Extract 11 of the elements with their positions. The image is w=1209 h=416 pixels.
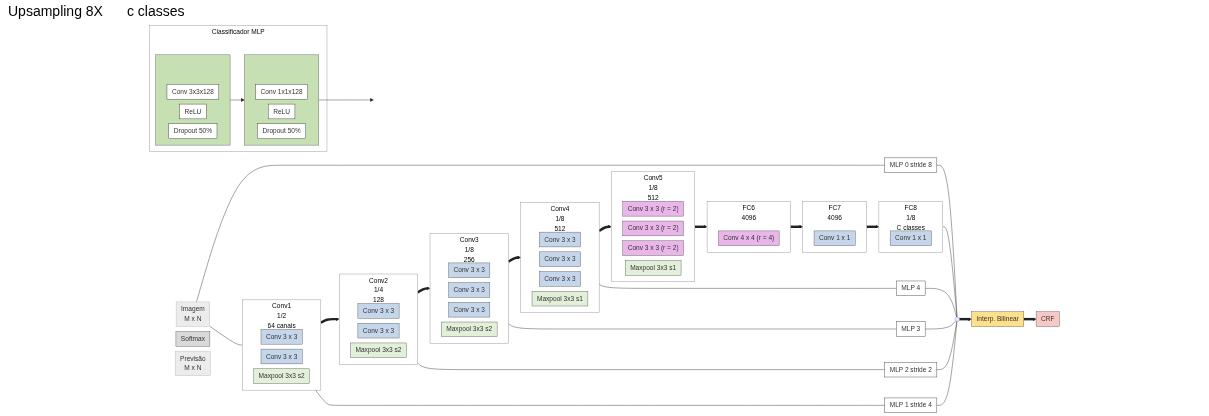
connector bbox=[936, 165, 958, 318]
node-circle bbox=[954, 316, 960, 322]
connector bbox=[924, 288, 957, 318]
arrow bbox=[598, 225, 612, 232]
arrow bbox=[417, 286, 431, 294]
annotation-text: Upsampling 8X bbox=[8, 3, 103, 19]
cluster bbox=[155, 54, 231, 146]
arrow bbox=[320, 317, 340, 324]
annotation-text: c classes bbox=[126, 3, 185, 19]
connector bbox=[942, 226, 958, 318]
cluster bbox=[244, 54, 319, 146]
